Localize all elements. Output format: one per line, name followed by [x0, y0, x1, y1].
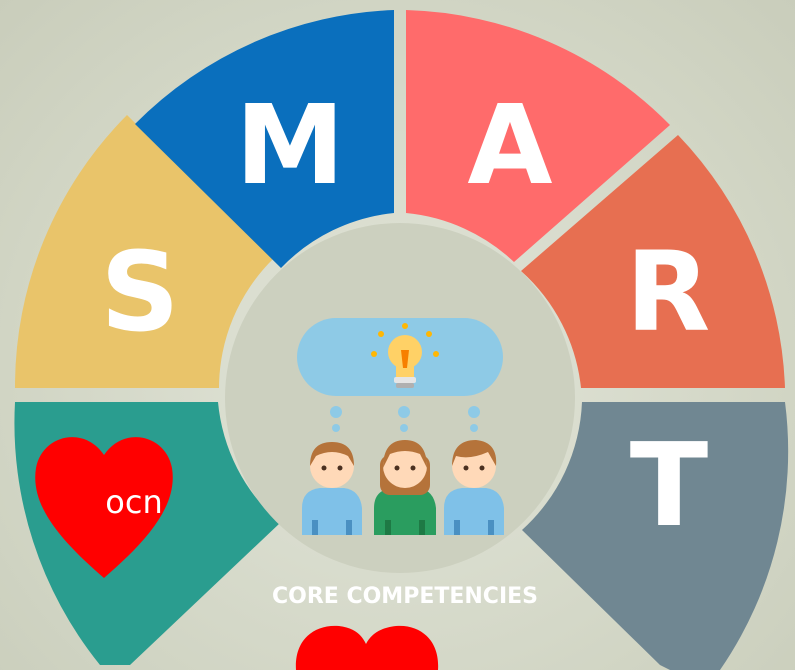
center-disc [225, 223, 575, 573]
letter-a: A [467, 81, 552, 209]
bottom-heart-icon [295, 625, 439, 670]
letter-t: T [630, 419, 708, 553]
letter-s: S [100, 228, 179, 356]
letter-m: M [235, 81, 344, 209]
person-left-icon [302, 442, 362, 535]
person-right-icon [444, 440, 504, 535]
segment-t [522, 402, 789, 670]
letter-r: R [626, 228, 711, 356]
segment-s [14, 115, 273, 388]
heart-label: ocn [105, 483, 162, 521]
segment-r [521, 135, 785, 388]
segment-m [135, 10, 394, 268]
person-middle-icon [374, 440, 436, 535]
heart-icon [35, 437, 173, 578]
lightbulb-icon [371, 323, 439, 388]
heart-badge: ocn [35, 437, 173, 578]
team-idea-icon [297, 318, 504, 535]
segment-a [406, 10, 670, 262]
core-competencies-caption: CORE COMPETENCIES [272, 584, 538, 609]
